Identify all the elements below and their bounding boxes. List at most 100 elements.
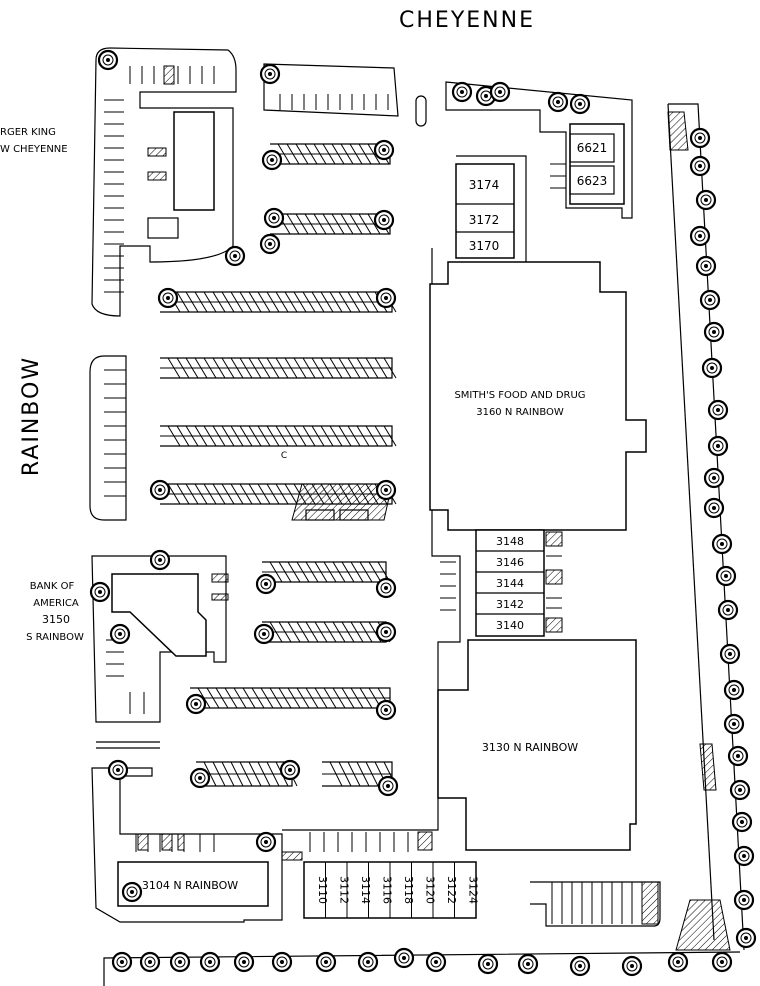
tree-icon	[477, 953, 499, 975]
tree-icon	[263, 207, 285, 229]
tree-icon	[169, 951, 191, 973]
tree-icon	[731, 811, 753, 833]
south-units-group: 3110 3112 3114 3116 3118 3120 3122 3124	[316, 862, 479, 918]
unit-label-3112: 3112	[337, 876, 350, 904]
pad-building-3104	[117, 861, 269, 907]
tree-icon	[711, 533, 733, 555]
tree-icon	[111, 951, 133, 973]
smiths-name-label: SMITH'S FOOD AND DRUG	[454, 390, 585, 401]
tree-icon	[707, 435, 729, 457]
bank-site-outline	[91, 555, 227, 723]
parking-island-southeast	[530, 881, 661, 927]
tree-icon	[89, 581, 111, 603]
tree-icon	[621, 955, 643, 977]
parking-island-west	[89, 355, 127, 521]
tree-icon	[703, 467, 725, 489]
unit-6621-label: 6621	[577, 141, 608, 155]
tree-icon	[253, 623, 275, 645]
tree-icon	[259, 233, 281, 255]
tree-icon	[547, 91, 569, 113]
unit-label-3118: 3118	[402, 876, 415, 904]
tree-icon	[109, 623, 131, 645]
tree-icon	[97, 49, 119, 71]
tree-icon	[715, 565, 737, 587]
tree-icon	[259, 63, 281, 85]
tree-icon	[711, 951, 733, 973]
tree-icon	[261, 149, 283, 171]
parking-island-northwest	[91, 47, 237, 317]
unit-label-3124: 3124	[466, 876, 479, 904]
unit-label-3122: 3122	[445, 876, 458, 904]
pad-building-label: 3104 N RAINBOW	[142, 879, 238, 892]
tree-icon	[255, 831, 277, 853]
tree-icon	[233, 951, 255, 973]
east-property-line	[668, 103, 745, 951]
bank-building	[111, 573, 207, 657]
middle-units-building	[475, 529, 545, 637]
tree-icon	[185, 693, 207, 715]
unit-label-3116: 3116	[380, 876, 393, 904]
tree-icon	[279, 759, 301, 781]
unit-3146-label: 3146	[496, 556, 524, 569]
unit-6621-box	[569, 133, 615, 163]
tree-icon	[723, 679, 745, 701]
tree-icon	[393, 947, 415, 969]
bank-label-line4: S RAINBOW	[26, 632, 84, 643]
site-outline-east	[282, 248, 461, 831]
unit-label-3114: 3114	[359, 876, 372, 904]
tree-icon	[375, 479, 397, 501]
unit-3172-label: 3172	[469, 213, 500, 227]
building-outline-burger	[173, 111, 215, 211]
tree-icon	[569, 955, 591, 977]
unit-label-3120: 3120	[423, 876, 436, 904]
tree-icon	[149, 479, 171, 501]
tree-icon	[373, 209, 395, 231]
smiths-address-label: 3160 N RAINBOW	[476, 407, 564, 418]
tree-icon	[707, 399, 729, 421]
cart-corral	[339, 509, 369, 521]
tree-icon	[723, 713, 745, 735]
unit-3144-label: 3144	[496, 577, 524, 590]
tree-icon	[717, 599, 739, 621]
tree-icon	[121, 881, 143, 903]
tree-icon	[733, 845, 755, 867]
pad-site-outline	[91, 767, 283, 923]
tree-icon	[375, 621, 397, 643]
tree-icon	[703, 321, 725, 343]
south-property-line	[103, 951, 741, 986]
tree-icon	[733, 889, 755, 911]
offsite-label-line1: RGER KING	[0, 127, 56, 138]
tree-icon	[149, 549, 171, 571]
tree-icon	[139, 951, 161, 973]
unit-3148-label: 3148	[496, 535, 524, 548]
unit-3174-label: 3174	[469, 178, 500, 192]
tree-icon	[375, 699, 397, 721]
tree-icon	[199, 951, 221, 973]
unit-6623-label: 6623	[577, 174, 608, 188]
building-3130-label: 3130 N RAINBOW	[482, 741, 578, 754]
tree-icon	[224, 245, 246, 267]
tree-icon	[727, 745, 749, 767]
tree-icon	[189, 767, 211, 789]
smiths-building	[429, 261, 647, 531]
unit-label-3110: 3110	[316, 876, 329, 904]
compact-stall-marker: C	[281, 451, 287, 461]
tree-icon	[703, 497, 725, 519]
street-label-rainbow: RAINBOW	[19, 356, 44, 476]
tree-icon	[667, 951, 689, 973]
unit-3170-label: 3170	[469, 239, 500, 253]
bank-label-line2: AMERICA	[33, 598, 79, 609]
bank-label-line1: BANK OF	[30, 581, 75, 592]
tree-icon	[451, 81, 473, 103]
tree-icon	[255, 573, 277, 595]
cart-corral	[305, 509, 335, 521]
tree-icon	[373, 139, 395, 161]
offsite-label-line2: W CHEYENNE	[0, 144, 68, 155]
northeast-building	[569, 123, 625, 205]
tree-icon	[157, 287, 179, 309]
tree-icon	[699, 289, 721, 311]
parking-island-north	[263, 63, 399, 117]
tree-icon	[689, 155, 711, 177]
northeast-pad-outline	[445, 81, 633, 219]
